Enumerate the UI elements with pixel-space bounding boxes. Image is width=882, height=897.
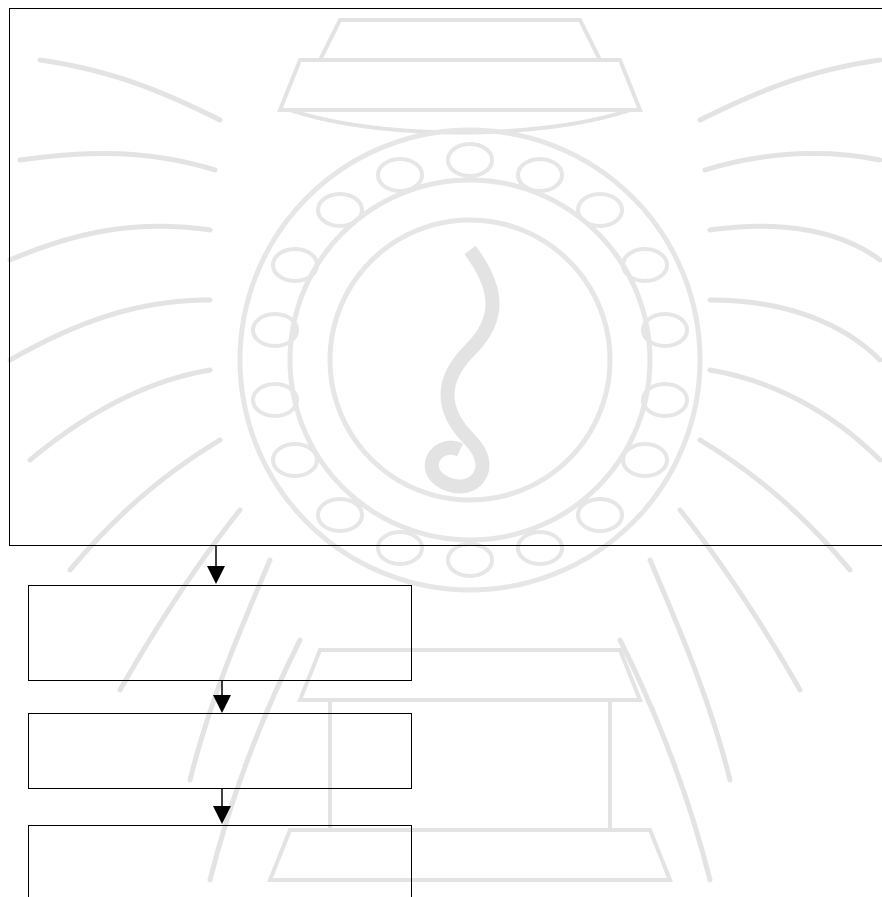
connector-3 [213, 789, 231, 824]
connector-1 [207, 546, 225, 584]
arrowhead-down-icon [207, 566, 225, 584]
arrowhead-down-icon [213, 806, 231, 824]
arrowhead-down-icon [213, 695, 231, 713]
connector-2 [213, 681, 231, 713]
